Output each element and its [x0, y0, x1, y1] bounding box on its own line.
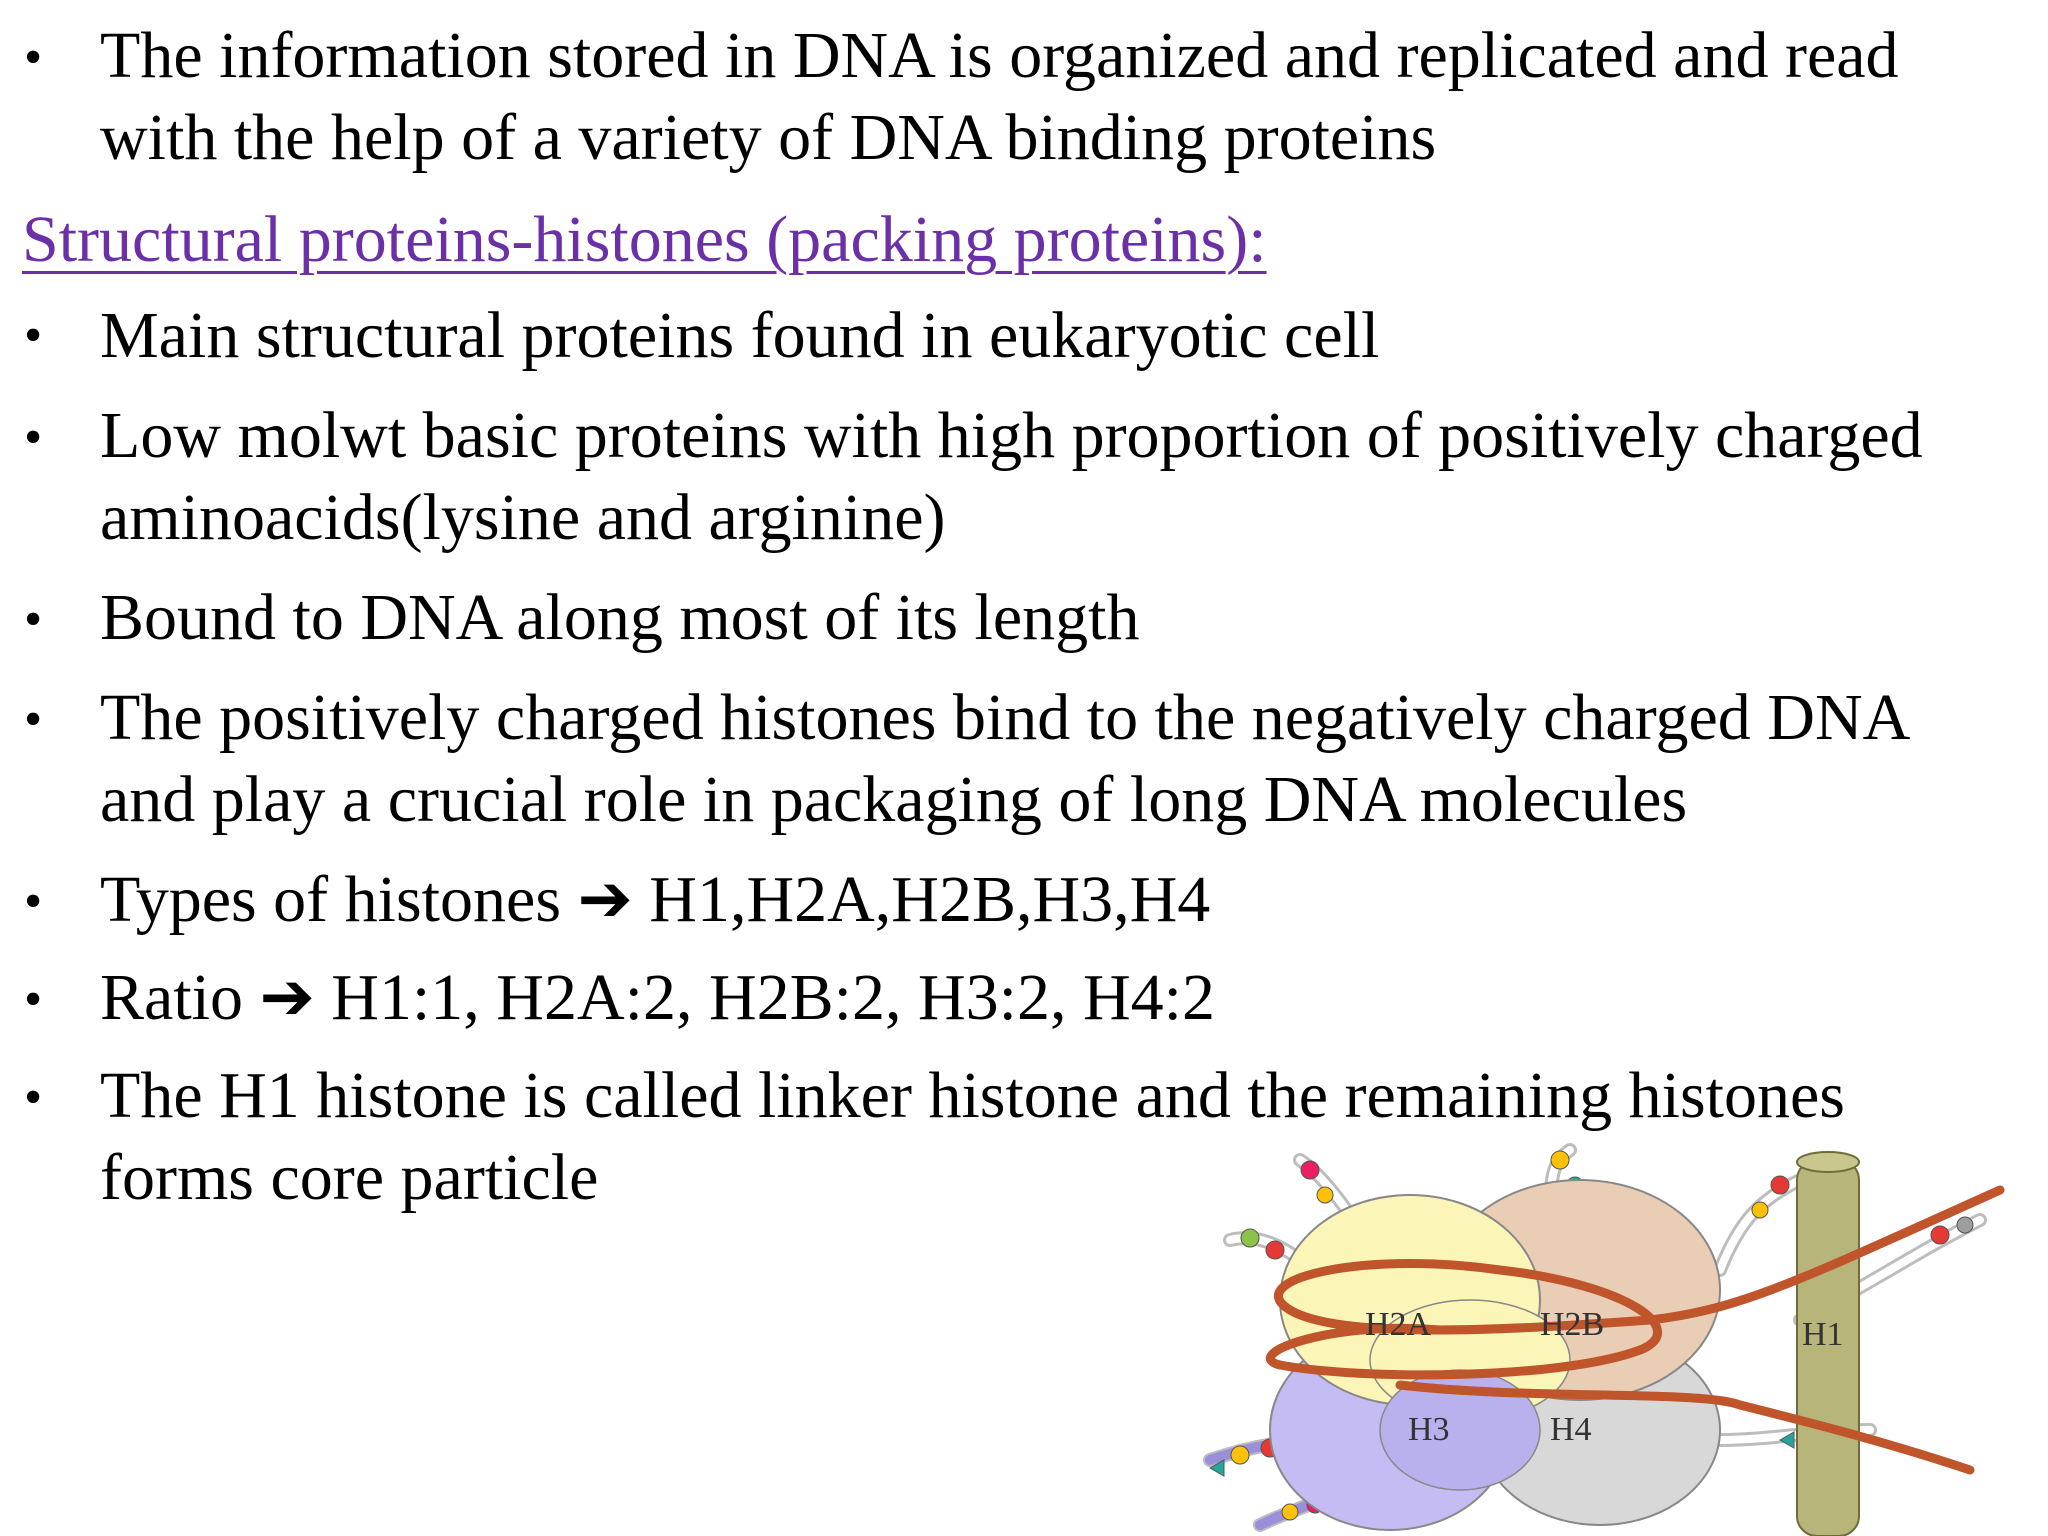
bullet-6-line-1: Ratio ➔ H1:1, H2A:2, H2B:2, H3:2, H4:2: [100, 961, 1215, 1034]
bullet-marker: •: [24, 691, 43, 748]
intro-line-1: The information stored in DNA is organiz…: [100, 19, 1899, 92]
bullet-2-line-1: Low molwt basic proteins with high propo…: [100, 399, 1923, 472]
intro-line-2: with the help of a variety of DNA bindin…: [100, 101, 1437, 174]
bullet-5-line-1: Types of histones ➔ H1,H2A,H2B,H3,H4: [100, 863, 1211, 936]
bullet-1-line-1: Main structural proteins found in eukary…: [100, 299, 1380, 372]
bullet-marker: •: [24, 409, 43, 466]
h2a-label: H2A: [1365, 1306, 1432, 1343]
bullet-marker: •: [24, 307, 43, 364]
bullet-3-line-1: Bound to DNA along most of its length: [100, 581, 1140, 654]
h1-linker-histone: [1796, 1151, 1860, 1536]
section-heading: Structural proteins-histones (packing pr…: [22, 203, 1267, 276]
bullet-marker: •: [24, 971, 43, 1028]
h2b-label: H2B: [1540, 1306, 1604, 1343]
h1-label: H1: [1802, 1316, 1844, 1353]
bullet-4-line-2: and play a crucial role in packaging of …: [100, 763, 1688, 836]
bullet-7-line-2: forms core particle: [100, 1141, 599, 1214]
h4-label: H4: [1550, 1411, 1592, 1448]
bullet-2-line-2: aminoacids(lysine and arginine): [100, 481, 946, 554]
bullet-7-line-1: The H1 histone is called linker histone …: [100, 1059, 1845, 1132]
nucleosome-diagram: H2A H2B H3 H4 H1: [1203, 1143, 2005, 1536]
bullet-marker: •: [24, 29, 43, 86]
h3-label: H3: [1408, 1411, 1450, 1448]
bullet-marker: •: [24, 591, 43, 648]
bullet-marker: •: [24, 873, 43, 930]
dna-strand: [1265, 1185, 2005, 1475]
bullet-marker: •: [24, 1069, 43, 1126]
bullet-4-line-1: The positively charged histones bind to …: [100, 681, 1911, 754]
histone-octamer: [1269, 1179, 1721, 1531]
